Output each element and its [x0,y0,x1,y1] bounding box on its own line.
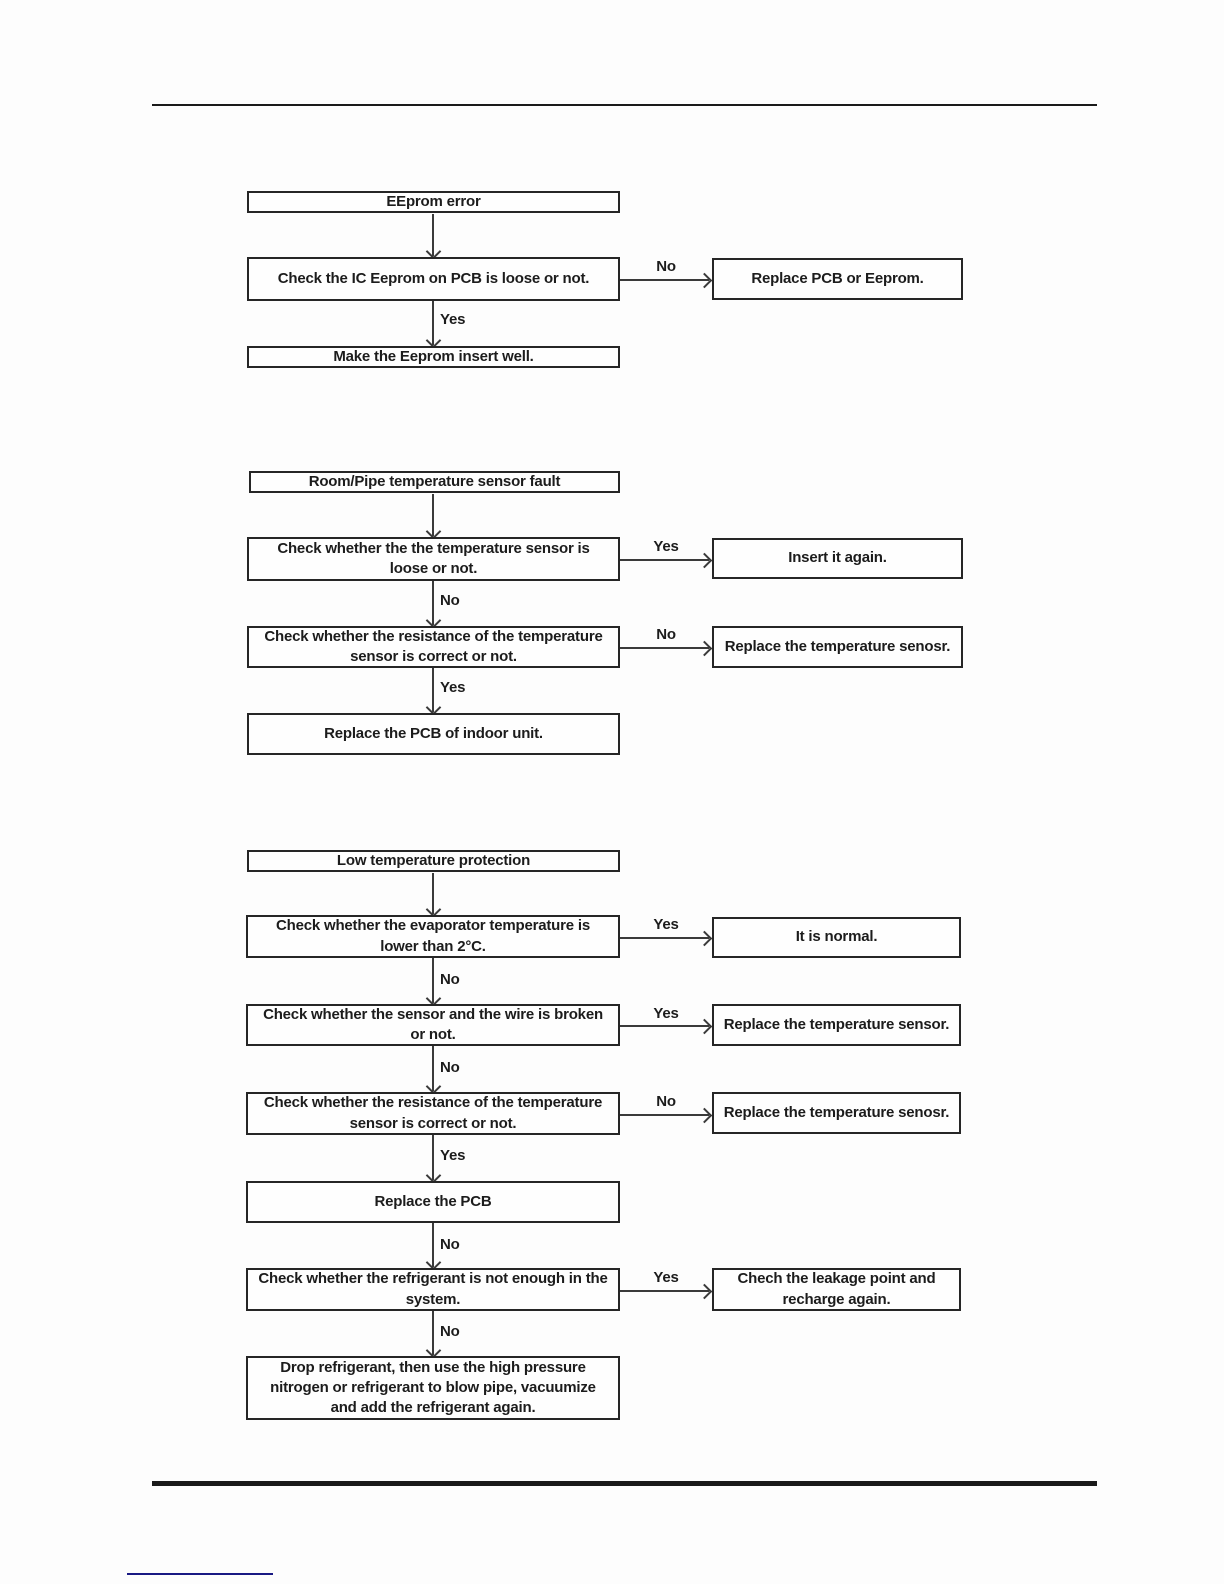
edge-label-no: No [656,258,676,275]
edge-label-no: No [440,1323,460,1340]
box-check-sensor-resistance: Check whether the resistance of the temp… [247,626,620,668]
edge-label-no: No [440,1236,460,1253]
arrow-right [620,647,709,649]
edge-label-no: No [440,971,460,988]
footer-link-underline[interactable] [127,1573,273,1575]
arrow-down [432,581,434,625]
edge-label-yes: Yes [440,679,466,696]
box-replace-temp-sensor: Replace the temperature senosr. [712,626,963,668]
box-eeprom-error: EEprom error [247,191,620,213]
arrow-down [432,494,434,536]
box-it-is-normal: It is normal. [712,917,961,958]
arrow-down [432,301,434,345]
arrow-right [620,279,709,281]
edge-label-yes: Yes [440,311,466,328]
arrow-right [620,559,709,561]
box-replace-temp-sensor-2: Replace the temperature sensor. [712,1004,961,1046]
box-check-leakage-recharge: Chech the leakage point and recharge aga… [712,1268,961,1311]
edge-label-yes: Yes [653,916,679,933]
edge-label-no: No [656,1093,676,1110]
arrow-down [432,1135,434,1180]
arrow-down [432,873,434,914]
box-drop-refrigerant: Drop refrigerant, then use the high pres… [246,1356,620,1420]
arrow-down [432,1311,434,1355]
arrow-right [620,937,709,939]
box-low-temp-protection: Low temperature protection [247,850,620,872]
edge-label-yes: Yes [653,1269,679,1286]
bottom-rule [152,1481,1097,1486]
box-check-refrigerant: Check whether the refrigerant is not eno… [246,1268,620,1311]
box-replace-pcb-or-eeprom: Replace PCB or Eeprom. [712,258,963,300]
box-check-sensor-resistance-2: Check whether the resistance of the temp… [246,1092,620,1135]
box-check-sensor-wire-broken: Check whether the sensor and the wire is… [246,1004,620,1046]
box-check-ic-eeprom: Check the IC Eeprom on PCB is loose or n… [247,257,620,301]
edge-label-no: No [440,1059,460,1076]
box-make-eeprom-insert-well: Make the Eeprom insert well. [247,346,620,368]
box-check-evaporator-temp: Check whether the evaporator temperature… [246,915,620,958]
edge-label-yes: Yes [653,538,679,555]
top-rule [152,104,1097,106]
arrow-down [432,668,434,712]
arrow-down [432,958,434,1003]
edge-label-no: No [656,626,676,643]
arrow-right [620,1290,709,1292]
box-replace-temp-sensor-3: Replace the temperature senosr. [712,1092,961,1134]
box-replace-pcb: Replace the PCB [246,1181,620,1223]
box-room-pipe-sensor-fault: Room/Pipe temperature sensor fault [249,471,620,493]
box-check-sensor-loose: Check whether the the temperature sensor… [247,537,620,581]
arrow-right [620,1025,709,1027]
edge-label-no: No [440,592,460,609]
arrow-right [620,1114,709,1116]
arrow-down [432,214,434,256]
arrow-down [432,1223,434,1267]
arrow-down [432,1046,434,1091]
edge-label-yes: Yes [440,1147,466,1164]
box-replace-pcb-indoor: Replace the PCB of indoor unit. [247,713,620,755]
edge-label-yes: Yes [653,1005,679,1022]
box-insert-it-again: Insert it again. [712,538,963,579]
